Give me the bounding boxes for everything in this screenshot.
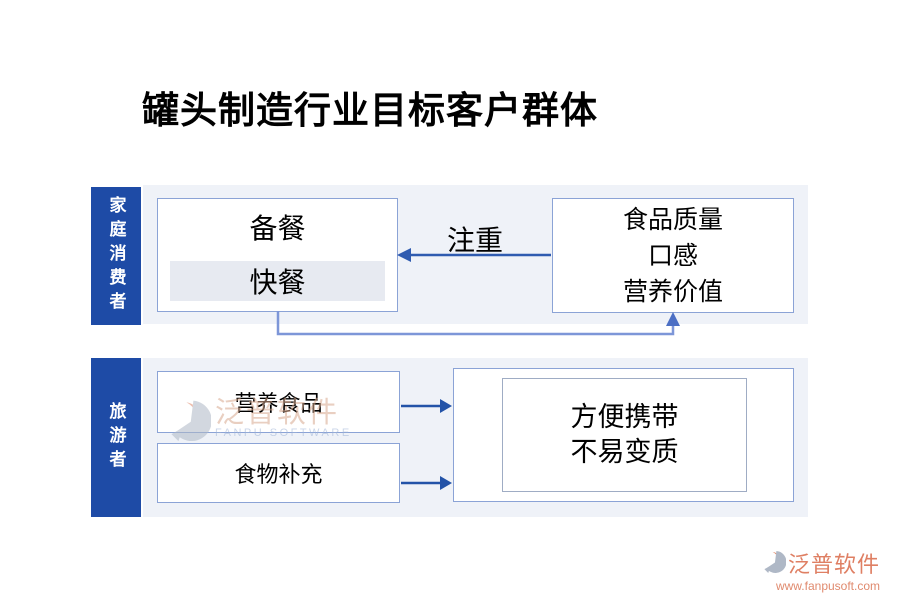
value-food-quality: 食品质量 (622, 204, 723, 234)
traveler-need-food-supplement: 食物补充 (157, 443, 400, 503)
need-fast-food: 快餐 (170, 261, 385, 301)
watermark-corner-url: www.fanpusoft.com (775, 579, 881, 593)
traveler-section-label: 旅游者 (91, 358, 141, 517)
traveler-benefit-box: 方便携带 不易变质 (502, 378, 747, 492)
diagram-title: 罐头制造行业目标客户群体 (142, 88, 598, 132)
traveler-need-2-text: 食物补充 (234, 463, 323, 488)
traveler-need-1-text: 营养食品 (234, 392, 323, 417)
watermark-center: 泛普软件 FANPU SOFTWARE (167, 397, 349, 449)
fanpu-logo-icon-small (762, 549, 787, 578)
watermark-corner: 泛普软件 www.fanpusoft.com (762, 547, 894, 593)
focus-arrow-label: 注重 (446, 224, 503, 257)
watermark-center-subtitle: FANPU SOFTWARE (215, 427, 352, 439)
value-nutrition: 营养价值 (622, 276, 723, 306)
need-meal-prep: 备餐 (249, 212, 306, 245)
value-taste: 口感 (647, 240, 698, 270)
watermark-center-brand: 泛普软件 (215, 395, 340, 429)
benefit-portable: 方便携带 (570, 402, 679, 433)
family-needs-box: 备餐 快餐 (157, 198, 398, 312)
benefit-nonperishable: 不易变质 (570, 437, 679, 468)
family-section-label: 家庭消费者 (91, 187, 141, 325)
watermark-corner-brand: 泛普软件 (788, 553, 881, 578)
fanpu-logo-icon (167, 397, 212, 447)
family-values-box: 食品质量 口感 营养价值 (552, 198, 794, 313)
